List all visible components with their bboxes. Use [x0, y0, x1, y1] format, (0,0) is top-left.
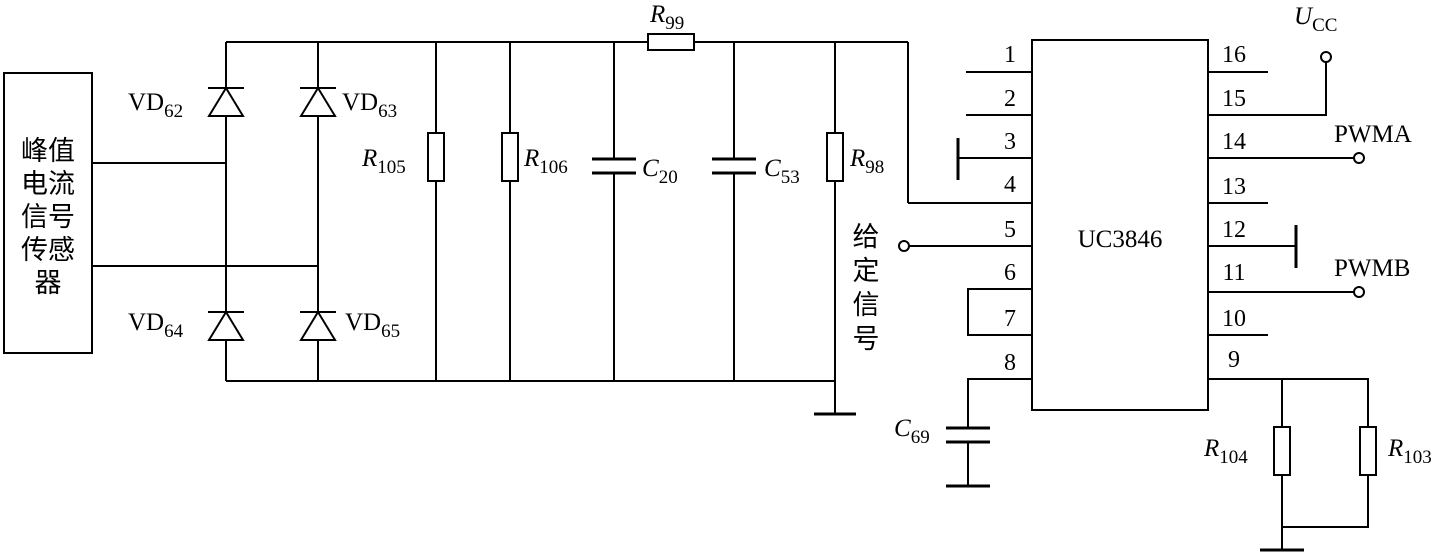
pwma-terminal [1353, 152, 1365, 164]
pin-15-label: 15 [1222, 86, 1246, 112]
pin-7-label: 7 [1004, 306, 1016, 332]
capacitor-c20 [592, 157, 636, 175]
pin-16-label: 16 [1222, 42, 1246, 68]
given-signal-char-1: 给 [853, 222, 880, 253]
ucc-terminal [1320, 51, 1332, 63]
resistor-r105 [427, 132, 445, 182]
label-pwma: PWMA [1334, 121, 1412, 148]
diode-vd64 [207, 310, 245, 341]
label-r104: R104 [1203, 435, 1248, 468]
diode-vd62 [207, 86, 245, 117]
resistor-r99 [647, 33, 695, 51]
sensor-label-line-1: 峰值 [21, 136, 75, 167]
diode-vd65 [299, 310, 337, 341]
label-r103: R103 [1387, 435, 1432, 468]
sensor-label-line-4: 传感 [21, 235, 75, 266]
label-ucc: UCC [1294, 3, 1337, 36]
given-signal-terminal [898, 240, 910, 252]
ic-uc3846-body [1031, 39, 1209, 411]
label-vd62: VD62 [128, 89, 183, 122]
pin-5-label: 5 [1004, 217, 1016, 243]
pin-1-label: 1 [1004, 42, 1016, 68]
label-c20: C20 [642, 155, 678, 188]
sensor-label-line-2: 电流 [21, 169, 75, 200]
given-signal-char-3: 信 [853, 290, 880, 321]
resistor-r98 [826, 132, 844, 182]
ic-right-pin-numbers: 16 15 14 13 12 11 10 9 [1222, 42, 1246, 373]
label-pwmb: PWMB [1334, 255, 1410, 282]
label-vd64: VD64 [128, 309, 184, 342]
pin-8-label: 8 [1004, 350, 1016, 376]
peak-current-sensor-box [3, 72, 93, 354]
label-r105: R105 [361, 145, 406, 178]
label-r106: R106 [523, 145, 568, 178]
label-c69: C69 [894, 415, 930, 448]
label-c53: C53 [764, 155, 800, 188]
ic-left-pin-numbers: 1 2 3 4 5 6 7 8 [1004, 42, 1016, 376]
given-signal-label: 给 定 信 号 [853, 222, 880, 355]
pin-11-label: 11 [1222, 260, 1245, 286]
resistor-r106 [501, 132, 519, 182]
capacitor-c53 [712, 157, 756, 175]
resistor-r104 [1273, 426, 1291, 476]
pin-9-label: 9 [1228, 347, 1240, 373]
pin-2-label: 2 [1004, 86, 1016, 112]
ic-label: UC3846 [1078, 226, 1163, 253]
pwmb-terminal [1353, 286, 1365, 298]
pin-3-label: 3 [1004, 129, 1016, 155]
capacitor-c69 [946, 426, 990, 444]
given-signal-char-2: 定 [853, 256, 880, 287]
given-signal-char-4: 号 [853, 324, 880, 355]
pin-4-label: 4 [1004, 172, 1016, 198]
pin-10-label: 10 [1222, 306, 1246, 332]
label-vd63: VD63 [342, 89, 397, 122]
sensor-label-line-5: 器 [35, 268, 62, 299]
diode-vd63 [299, 86, 337, 117]
sensor-label-line-3: 信号 [21, 202, 75, 233]
pin-12-label: 12 [1222, 217, 1246, 243]
resistor-r103 [1359, 426, 1377, 476]
wires [92, 41, 1369, 550]
pin-6-label: 6 [1004, 260, 1016, 286]
label-vd65: VD65 [345, 309, 400, 342]
pin-13-label: 13 [1222, 174, 1246, 200]
label-r98: R98 [849, 145, 884, 178]
sensor-label: 峰值 电流 信号 传感 器 [21, 136, 75, 299]
pin-14-label: 14 [1222, 129, 1246, 155]
label-r99: R99 [649, 1, 684, 34]
